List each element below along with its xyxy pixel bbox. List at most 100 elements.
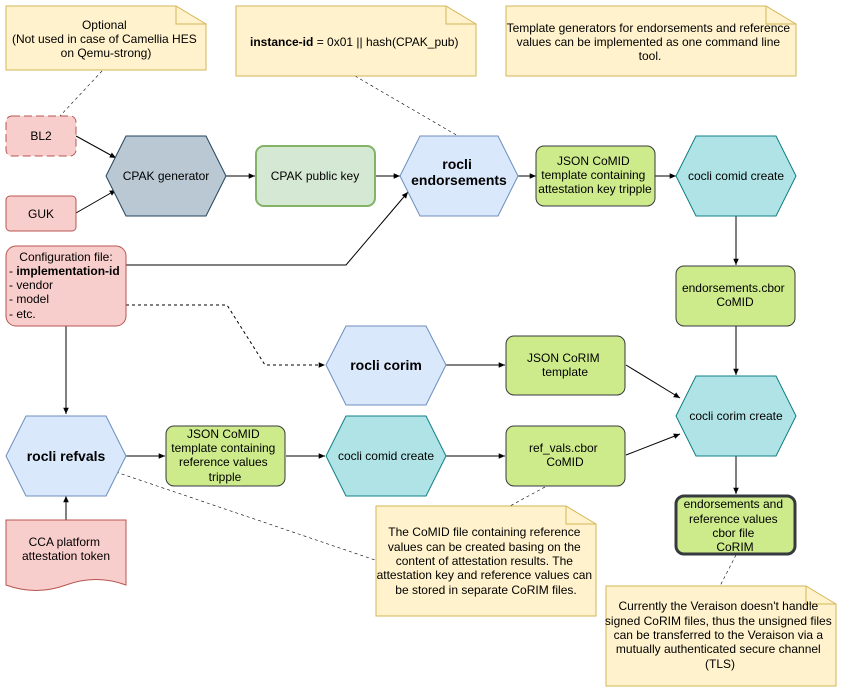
node-config-file: Configuration file: - implementation-id … xyxy=(5,245,127,327)
node-cocli-comid-create-top: cocli comid create xyxy=(675,135,797,217)
node-json-corim-template-label: JSON CoRIM xyxy=(527,351,600,365)
note-comid-file-line: content of attestation results. The xyxy=(396,554,574,568)
edge-ref-vals-to-cocli-corim xyxy=(625,433,681,456)
note-comid-file-line: be stored in separate CoRIM files. xyxy=(395,583,576,597)
note-veraison-line: signed CoRIM files, thus the unsigned fi… xyxy=(605,614,832,628)
node-ref-vals-cbor: ref_vals.cbor CoMID xyxy=(505,425,626,487)
note-comid-file-line: The CoMID file containing reference xyxy=(388,525,580,539)
note-template-generators: Template generators for endorsements and… xyxy=(505,5,797,77)
note-comid-file-line: attestation key and reference values can xyxy=(377,568,592,582)
svg-text:- implementation-id: - implementation-id xyxy=(9,264,120,278)
node-endorsements-refvals-corim-label: endorsements and xyxy=(684,497,783,511)
node-rocli-endorsements: rocli endorsements xyxy=(399,135,519,217)
svg-text:endorsements.cbor CoMID: endorsements.cbor CoMID xyxy=(682,281,788,309)
node-json-comid-attestation-label: JSON CoMID xyxy=(557,154,630,168)
node-cocli-comid-create-bottom: cocli comid create xyxy=(325,415,447,497)
config-file-item: - etc. xyxy=(9,307,36,321)
node-json-comid-attestation: JSON CoMID template containing attestati… xyxy=(535,145,656,207)
node-json-corim-template: JSON CoRIM template xyxy=(505,335,626,396)
note-optional-line: Optional xyxy=(82,18,127,32)
config-file-item: - vendor xyxy=(9,278,53,292)
note-veraison-line: (TLS) xyxy=(705,657,735,671)
node-json-comid-refvals: JSON CoMID template containing reference… xyxy=(165,425,286,487)
node-endorsements-refvals-corim-label: cbor file xyxy=(712,526,754,540)
node-rocli-refvals-label: rocli refvals xyxy=(27,448,106,464)
tether-instance-id-note xyxy=(354,75,459,137)
config-file-bullet: - xyxy=(9,264,16,278)
note-instance-id-key: instance-id xyxy=(250,35,313,49)
node-endorsements-refvals-corim: endorsements and reference values cbor f… xyxy=(674,494,797,556)
node-guk: GUK xyxy=(5,195,77,232)
node-endorsements-cbor: endorsements.cbor CoMID xyxy=(675,265,796,327)
node-rocli-refvals: rocli refvals xyxy=(5,415,127,497)
node-json-comid-refvals-label: tripple xyxy=(209,470,242,484)
note-instance-id-value: = 0x01 || hash(CPAK_pub) xyxy=(313,35,458,49)
note-veraison-line: Currently the Veraison doesn't handle xyxy=(618,599,818,613)
svg-text:rocli endorsements: rocli endorsements xyxy=(411,156,507,188)
svg-text:The CoMID file containing refe: The CoMID file containing reference valu… xyxy=(377,525,596,597)
svg-text:Optional (Not used in ca: Optional (Not used in case of Camellia H… xyxy=(12,18,200,60)
note-tethers xyxy=(59,70,737,587)
node-cocli-comid-create-label: cocli comid create xyxy=(688,169,784,183)
node-rocli-endorsements-label: endorsements xyxy=(411,172,507,188)
tether-corim-note xyxy=(719,554,737,587)
note-template-generators-line: Template generators for endorsements and… xyxy=(507,21,791,35)
node-cpak-generator: CPAK generator xyxy=(105,135,227,217)
node-json-comid-refvals-label: JSON CoMID xyxy=(187,427,260,441)
node-ref-vals-cbor-label: ref_vals.cbor xyxy=(529,441,598,455)
node-cocli-corim-create-label: cocli corim create xyxy=(689,409,783,423)
svg-text:instance-id = 0x01 || hash(CPA: instance-id = 0x01 || hash(CPAK_pub) xyxy=(250,35,458,49)
note-veraison-line: mutually authenticated secure channel xyxy=(616,642,821,656)
note-instance-id: instance-id = 0x01 || hash(CPAK_pub) xyxy=(235,5,477,77)
node-json-comid-attestation-label: attestation key tripple xyxy=(538,182,652,196)
node-cpak-public-key-label: CPAK public key xyxy=(271,169,359,183)
note-optional-line: on Qemu-strong) xyxy=(61,46,152,60)
node-json-corim-template-label: template xyxy=(542,365,588,379)
node-cpak-public-key: CPAK public key xyxy=(255,145,376,207)
node-endorsements-refvals-corim-label: reference values xyxy=(689,512,778,526)
node-cocli-corim-create: cocli corim create xyxy=(675,375,797,457)
node-bl2: BL2 xyxy=(5,115,77,157)
node-cocli-comid-create-label: cocli comid create xyxy=(338,449,434,463)
note-template-generators-line: values can be implemented as one command… xyxy=(517,35,781,49)
config-file-item: - model xyxy=(9,292,49,306)
svg-text:JSON CoMID template cont: JSON CoMID template containing reference… xyxy=(171,427,278,484)
node-json-comid-refvals-label: reference values xyxy=(179,455,268,469)
node-cpak-generator-label: CPAK generator xyxy=(123,169,210,183)
node-cca-token-label: CCA platform xyxy=(29,535,100,549)
edge-config-to-rocli-endorsements xyxy=(126,191,409,266)
node-ref-vals-cbor-label: CoMID xyxy=(546,455,584,469)
note-veraison: Currently the Veraison doesn't handle si… xyxy=(605,585,837,687)
note-comid-file: The CoMID file containing reference valu… xyxy=(375,505,597,617)
note-optional: Optional (Not used in case of Camellia H… xyxy=(5,5,207,71)
node-rocli-corim-label: rocli corim xyxy=(350,357,422,373)
node-rocli-endorsements-label: rocli xyxy=(442,156,472,172)
tether-optional-note xyxy=(59,70,103,117)
edge-config-to-rocli-corim xyxy=(126,304,325,368)
node-cca-token: CCA platform attestation token xyxy=(5,519,127,591)
svg-text:Template generators for endors: Template generators for endorsements and… xyxy=(507,21,794,63)
node-json-comid-refvals-label: template containing xyxy=(171,441,275,455)
edge-json-corim-to-cocli-corim xyxy=(625,364,681,399)
config-file-item: implementation-id xyxy=(16,264,119,278)
svg-text:JSON CoMID template cont: JSON CoMID template containing attestati… xyxy=(538,154,652,196)
svg-text:JSON CoRIM template: JSON CoRIM template xyxy=(527,351,603,379)
node-endorsements-refvals-corim-label: CoRIM xyxy=(716,540,753,554)
node-cca-token-label: attestation token xyxy=(22,549,110,563)
svg-text:endorsements and referen: endorsements and reference values cbor f… xyxy=(684,497,787,554)
note-template-generators-line: tool. xyxy=(639,49,662,63)
note-optional-line: (Not used in case of Camellia HES xyxy=(12,32,197,46)
tether-ref-vals-note xyxy=(509,486,546,507)
edge-bl2-to-cpak-generator xyxy=(75,135,117,159)
node-endorsements-cbor-label: CoMID xyxy=(716,295,754,309)
node-guk-label: GUK xyxy=(28,207,54,221)
connectors xyxy=(63,135,739,520)
note-veraison-line: can be transferred to the Veraison via a xyxy=(614,628,824,642)
note-comid-file-line: values can be created basing on the xyxy=(388,540,581,554)
node-bl2-label: BL2 xyxy=(30,129,52,143)
svg-text:Currently the Veraison doesn't: Currently the Veraison doesn't handle si… xyxy=(605,599,835,671)
svg-text:CCA platform attestation: CCA platform attestation token xyxy=(22,535,110,563)
node-json-comid-attestation-label: template containing xyxy=(541,168,645,182)
node-rocli-corim: rocli corim xyxy=(325,325,447,406)
